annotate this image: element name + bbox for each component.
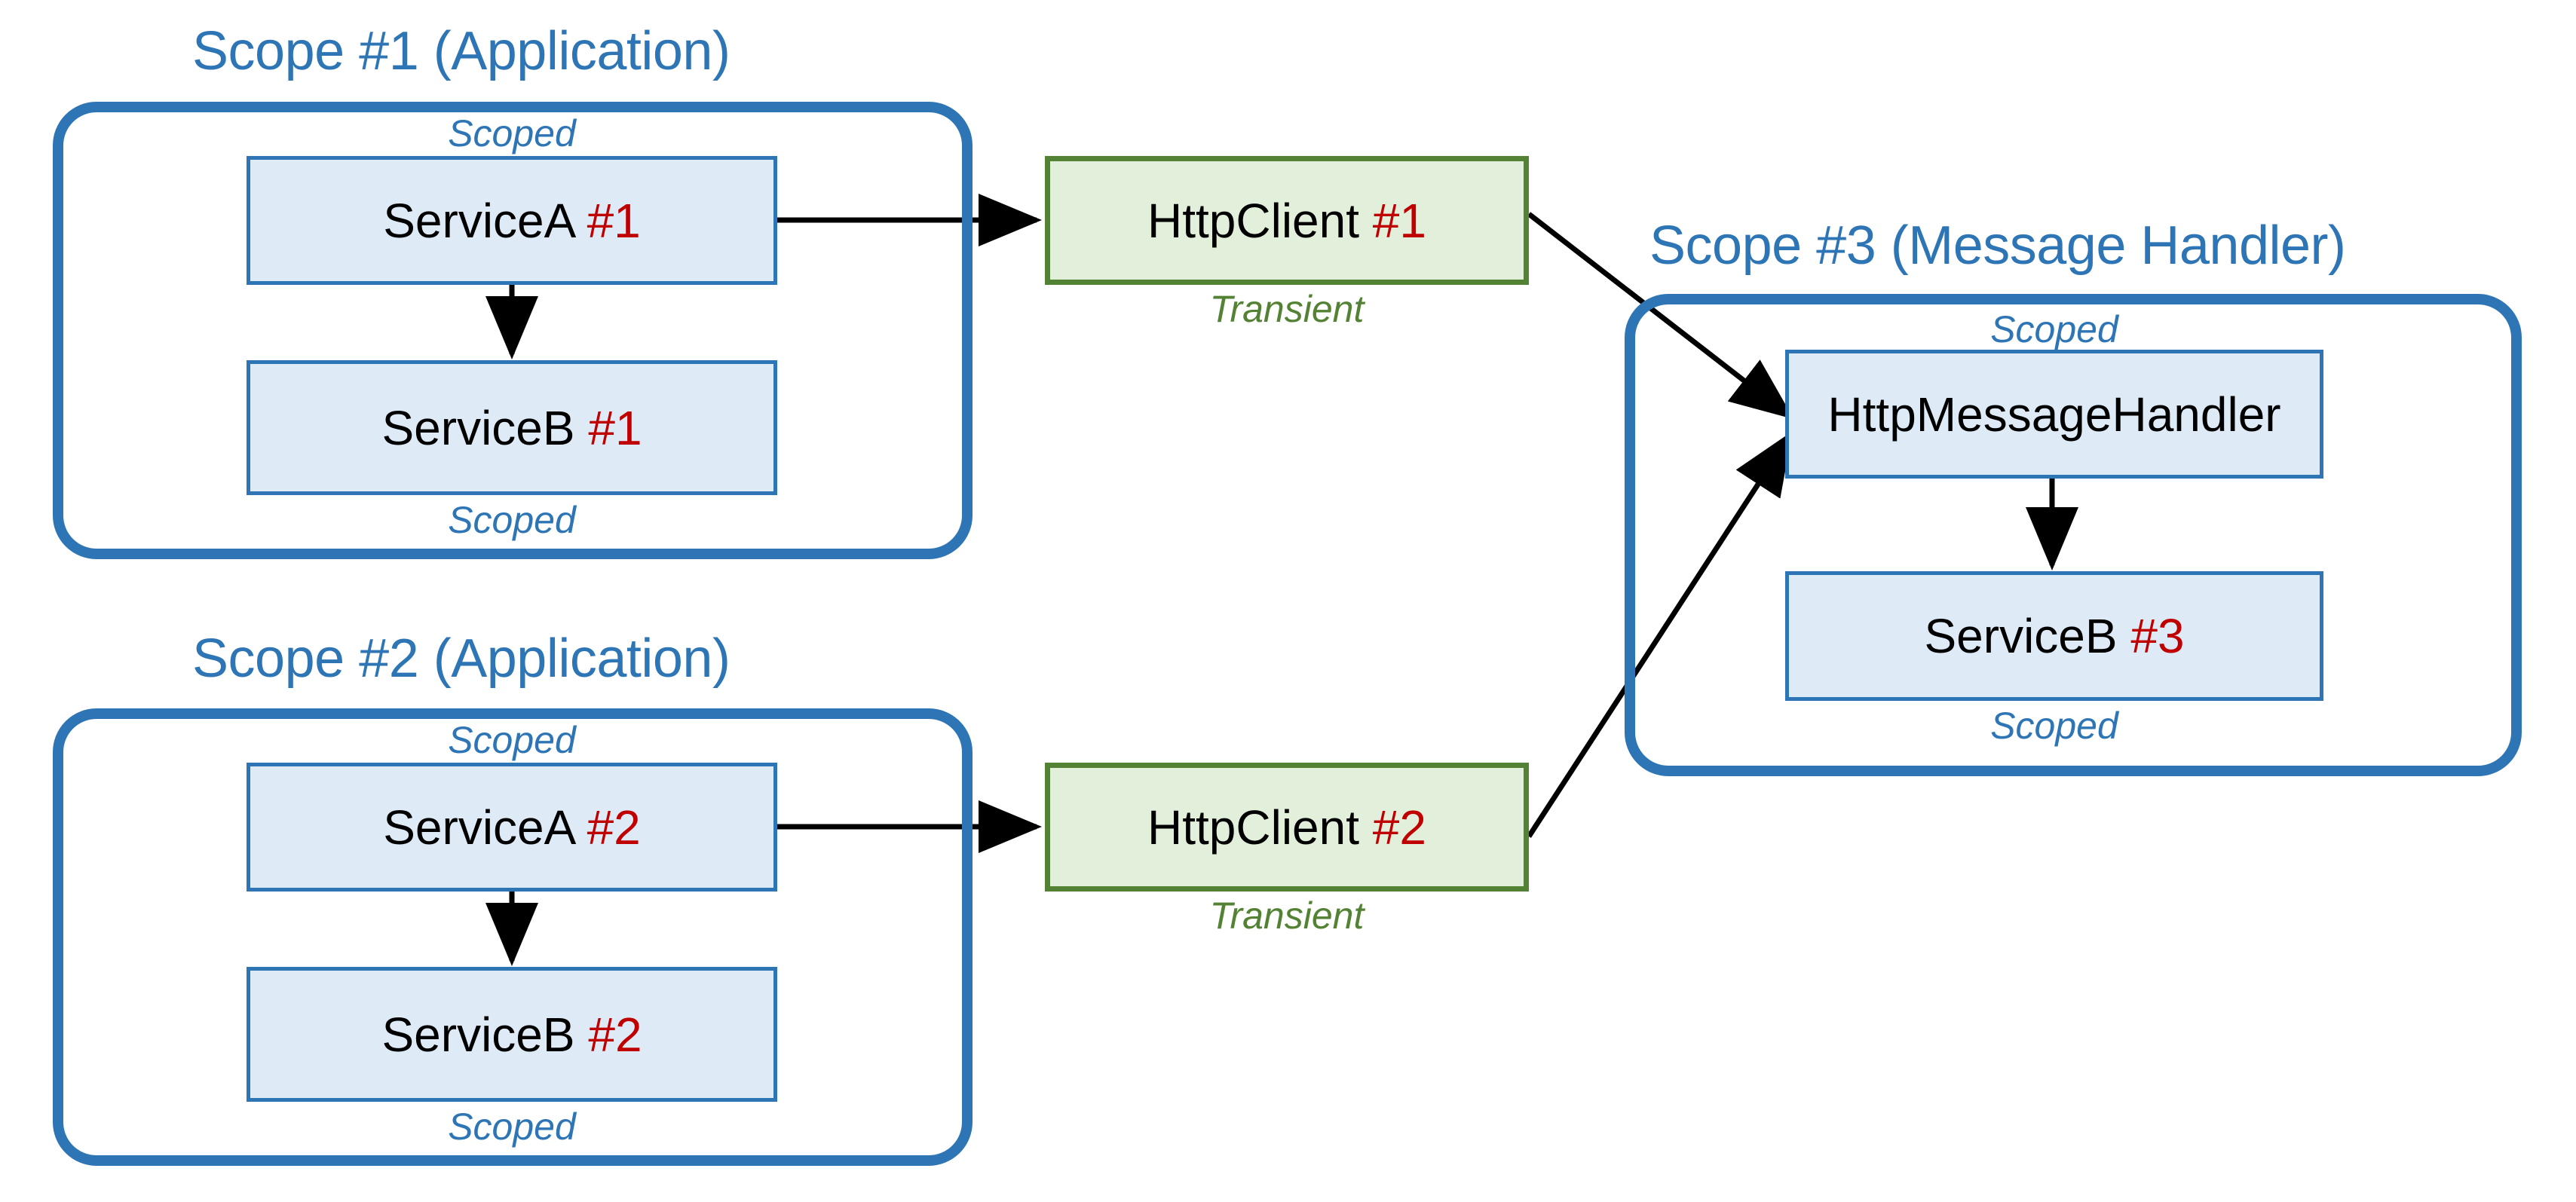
node-httpclient-1-label: HttpClient #1	[1147, 193, 1426, 248]
scope3-container	[1625, 294, 2522, 776]
scope2-title: Scope #2 (Application)	[192, 629, 731, 689]
node-servicea-1-label: ServiceA #1	[383, 193, 641, 248]
scope1-title: Scope #1 (Application)	[192, 21, 731, 81]
scope2-container	[53, 708, 973, 1166]
scope2-servicea-caption: Scoped	[448, 719, 576, 761]
scope2-serviceb-caption: Scoped	[448, 1106, 576, 1148]
scope3-handler-caption: Scoped	[1990, 308, 2118, 350]
scope3-title: Scope #3 (Message Handler)	[1649, 216, 2346, 276]
node-httpmessagehandler-label: HttpMessageHandler	[1827, 387, 2281, 442]
scope1-servicea-caption: Scoped	[448, 112, 576, 154]
node-serviceb-3-label: ServiceB #3	[1924, 609, 2185, 663]
node-serviceb-2: ServiceB #2	[247, 967, 777, 1102]
node-serviceb-1: ServiceB #1	[247, 360, 777, 495]
node-serviceb-1-label: ServiceB #1	[381, 400, 642, 455]
node-httpclient-1: HttpClient #1	[1045, 156, 1529, 285]
scope1-serviceb-caption: Scoped	[448, 499, 576, 541]
httpclient-1-caption: Transient	[1209, 288, 1365, 330]
scope1-container	[53, 102, 973, 559]
node-httpmessagehandler: HttpMessageHandler	[1785, 350, 2323, 479]
node-servicea-2-label: ServiceA #2	[383, 800, 641, 855]
node-servicea-2: ServiceA #2	[247, 763, 777, 892]
node-serviceb-2-label: ServiceB #2	[381, 1007, 642, 1062]
httpclient-2-caption: Transient	[1209, 895, 1365, 937]
node-serviceb-3: ServiceB #3	[1785, 571, 2323, 701]
node-servicea-1: ServiceA #1	[247, 156, 777, 285]
scope3-serviceb-caption: Scoped	[1990, 705, 2118, 747]
node-httpclient-2: HttpClient #2	[1045, 763, 1529, 892]
node-httpclient-2-label: HttpClient #2	[1147, 800, 1426, 855]
